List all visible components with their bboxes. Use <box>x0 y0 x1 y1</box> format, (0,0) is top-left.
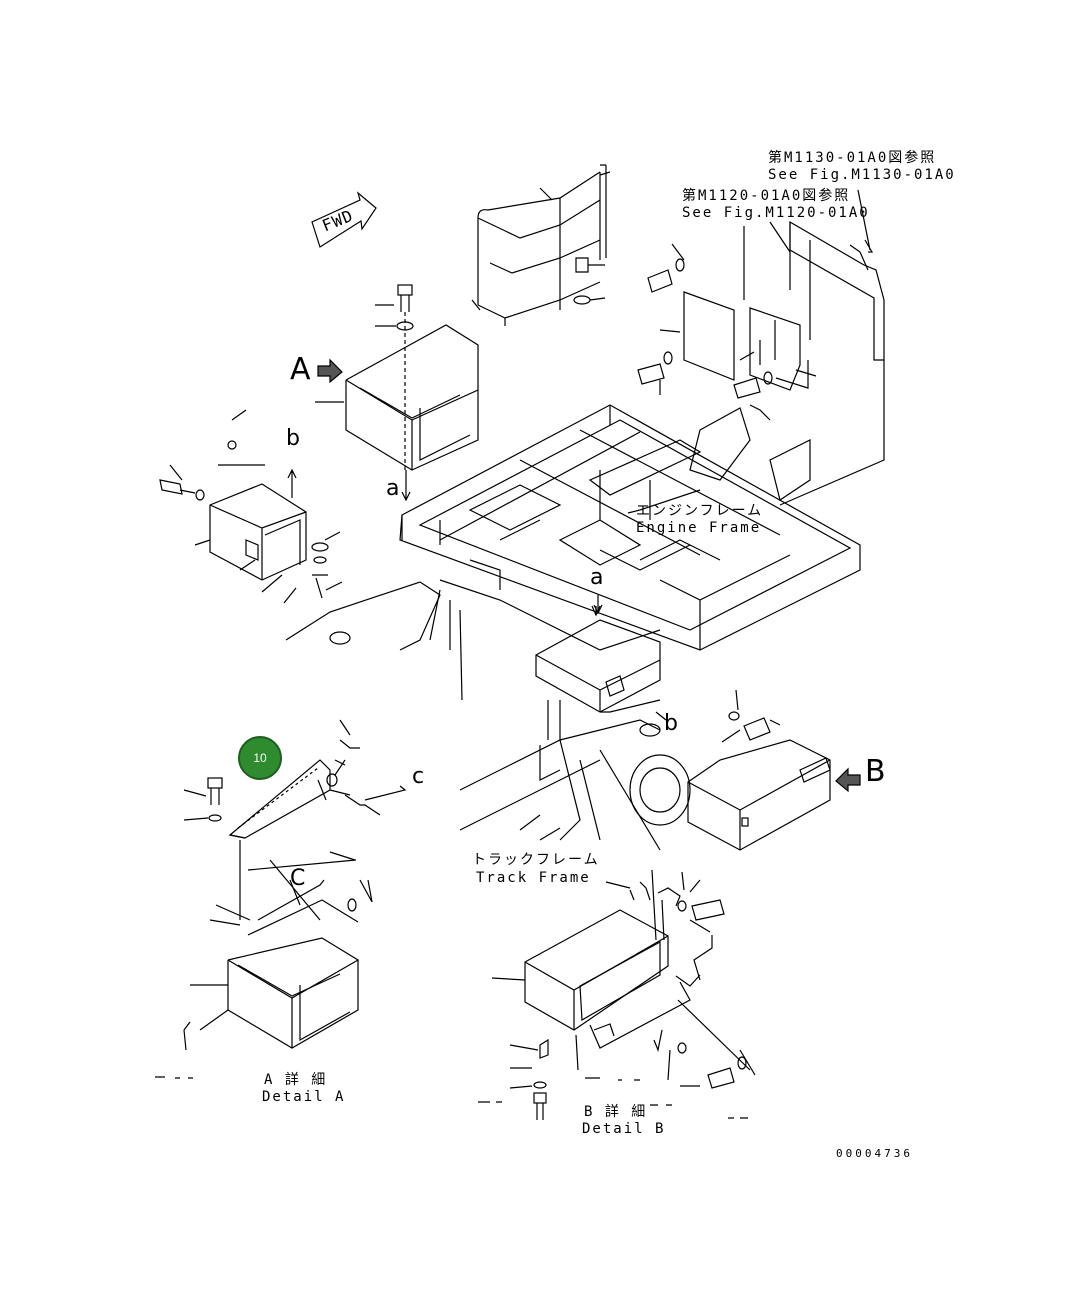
track-frame-label-jp: トラックフレーム <box>472 852 600 868</box>
arrow-c-right-label: c <box>412 764 425 789</box>
detail-b-label-jp: B 詳 細 <box>584 1104 648 1120</box>
engine-frame-label-jp: エンジンフレーム <box>636 503 764 519</box>
detail-a-cover-part <box>228 719 407 920</box>
fig-m1130-ref-en: See Fig.M1130-01A0 <box>768 167 956 183</box>
view-b-label: B <box>865 754 886 789</box>
plate-bolt-group <box>573 189 885 421</box>
view-a-arrow-icon <box>317 358 343 384</box>
engine-frame-label-en: Engine Frame <box>636 520 762 536</box>
part-callout-10[interactable]: 10 <box>238 736 282 780</box>
drawing-number: 00004736 <box>836 1147 913 1160</box>
arrow-a-lower-label: a <box>590 565 604 590</box>
detail-a-label-jp: A 詳 細 <box>264 1072 328 1088</box>
box-b-part <box>687 689 831 851</box>
detail-b-box-part <box>491 869 756 1120</box>
view-a-label: A <box>290 352 311 387</box>
track-frame-part <box>459 700 691 851</box>
arrow-a-upper-label: a <box>386 476 400 501</box>
detail-a-bolt-part <box>183 777 223 822</box>
center-frame-part <box>285 579 661 737</box>
track-frame-label-en: Track Frame <box>476 870 591 886</box>
box-a-part <box>315 324 479 471</box>
fwd-arrow-icon <box>311 191 377 248</box>
arrow-c-inner-label: C <box>290 866 306 891</box>
bolt-part <box>375 284 414 470</box>
handrail-part <box>471 164 611 326</box>
detail-b-label-en: Detail B <box>582 1121 666 1137</box>
arrow-b-upper-label: b <box>286 426 300 451</box>
fig-m1120-ref-en: See Fig.M1120-01A0 <box>682 205 870 221</box>
detail-a-label-en: Detail A <box>262 1089 346 1105</box>
detail-a-box-part <box>183 851 373 1051</box>
fig-m1120-ref-jp: 第M1120-01A0図参照 <box>682 188 851 204</box>
side-box-part <box>159 409 343 604</box>
view-b-arrow-icon <box>835 767 861 793</box>
engine-frame-part <box>399 404 861 651</box>
arrow-b-lower-label: b <box>664 711 678 736</box>
fig-m1130-ref-jp: 第M1130-01A0図参照 <box>768 150 937 166</box>
